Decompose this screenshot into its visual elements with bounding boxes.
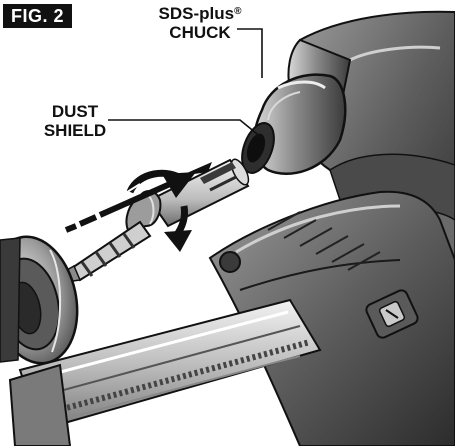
rotate-arrow [123, 169, 192, 252]
sds-plus-chuck [241, 38, 352, 175]
chuck-callout-line2: CHUCK [169, 23, 231, 42]
chuck-callout-line1: SDS-plus® [152, 4, 248, 23]
figure-number: FIG. 2 [10, 6, 64, 26]
callout-leaders [108, 28, 263, 139]
registered-mark: ® [234, 6, 242, 17]
dust-shield-line2: SHIELD [43, 121, 107, 140]
chuck-callout: SDS-plus® CHUCK [152, 4, 248, 42]
dust-cup [0, 235, 79, 365]
figure-number-badge: FIG. 2 [3, 4, 72, 28]
dust-shield-callout: DUST SHIELD [38, 102, 112, 140]
dust-extractor-body [208, 190, 455, 446]
telescoping-tube [8, 298, 322, 446]
sds-bit [58, 158, 250, 283]
chuck-callout-name: SDS-plus [158, 4, 235, 23]
dust-shield-line1: DUST [51, 102, 99, 121]
insert-arrow [64, 162, 212, 233]
